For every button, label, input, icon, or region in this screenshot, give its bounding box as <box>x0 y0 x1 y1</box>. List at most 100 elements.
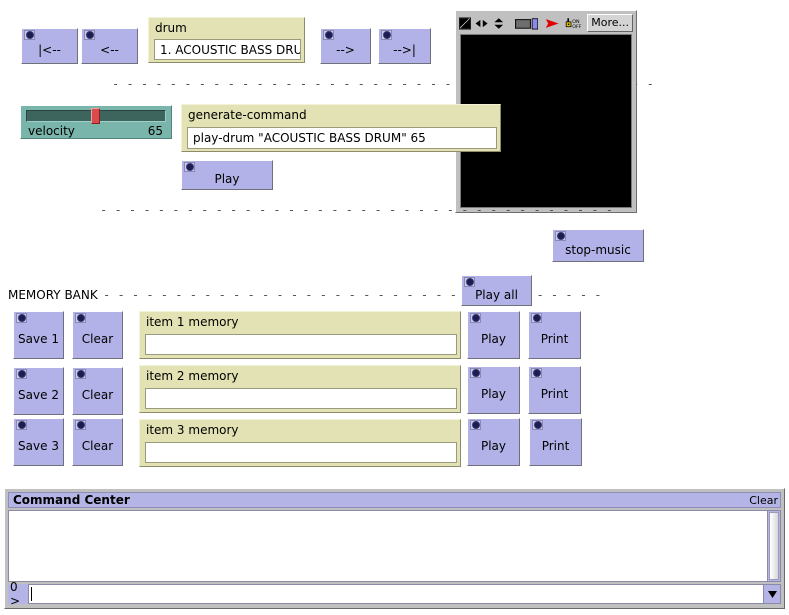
stop-music-button[interactable]: stop-music <box>552 229 644 262</box>
play-all-label: Play all <box>475 287 518 302</box>
clear-1-button[interactable]: Clear <box>72 311 123 359</box>
save-2-button[interactable]: Save 2 <box>13 367 64 415</box>
generate-command-field[interactable]: play-drum "ACOUSTIC BASS DRUM" 65 <box>187 127 497 149</box>
diagonal-split-square-icon[interactable] <box>459 16 471 31</box>
command-center-dropdown-button[interactable] <box>764 584 781 604</box>
halo-gear-icon[interactable] <box>16 369 27 379</box>
halo-gear-icon[interactable] <box>464 277 475 287</box>
drum-panel: drum 1. ACOUSTIC BASS DRUM <box>148 17 305 63</box>
up-down-arrows-icon[interactable] <box>492 16 506 31</box>
drum-value-field[interactable]: 1. ACOUSTIC BASS DRUM <box>154 39 301 60</box>
generate-command-panel: generate-command play-drum "ACOUSTIC BAS… <box>181 104 501 152</box>
generate-command-title: generate-command <box>188 108 307 122</box>
halo-gear-icon[interactable] <box>555 231 566 241</box>
halo-gear-icon[interactable] <box>532 420 543 430</box>
halo-gear-icon[interactable] <box>16 313 27 323</box>
memory-3-play-label: Play <box>480 439 507 453</box>
halo-gear-icon[interactable] <box>84 30 95 40</box>
memory-2-panel: item 2 memory <box>139 365 461 413</box>
clear-3-label: Clear <box>81 439 114 453</box>
memory-1-play-label: Play <box>480 332 507 346</box>
command-center-scrollbar[interactable] <box>767 511 780 581</box>
clear-1-label: Clear <box>81 332 114 346</box>
stop-music-label: stop-music <box>565 242 631 257</box>
halo-gear-icon[interactable] <box>184 162 195 172</box>
memory-2-print-label: Print <box>540 387 569 401</box>
save-3-label: Save 3 <box>18 439 59 453</box>
velocity-value: 65 <box>147 124 163 138</box>
halo-gear-icon[interactable] <box>531 368 542 378</box>
memory-2-field[interactable] <box>145 388 457 409</box>
halo-gear-icon[interactable] <box>24 30 35 40</box>
nav-prev-button[interactable]: <-- <box>81 28 138 64</box>
nav-last-label: -->| <box>393 43 416 57</box>
memory-3-play-button[interactable]: Play <box>467 418 520 466</box>
memory-2-title: item 2 memory <box>146 369 239 383</box>
nav-next-button[interactable]: --> <box>320 28 371 64</box>
halo-gear-icon[interactable] <box>75 313 86 323</box>
command-center-prompt-row: 0 > <box>8 580 781 608</box>
save-1-button[interactable]: Save 1 <box>13 311 64 359</box>
command-center-prompt: 0 > <box>8 580 28 608</box>
halo-gear-icon[interactable] <box>531 313 542 323</box>
chevron-down-icon <box>767 590 777 598</box>
nav-last-button[interactable]: -->| <box>378 28 431 64</box>
memory-1-print-button[interactable]: Print <box>528 311 581 359</box>
memory-3-print-label: Print <box>541 439 570 453</box>
memory-1-play-button[interactable]: Play <box>467 311 520 359</box>
play-button-label: Play <box>214 172 240 186</box>
memory-2-print-button[interactable]: Print <box>528 366 581 414</box>
halo-gear-icon[interactable] <box>470 420 481 430</box>
memory-1-field[interactable] <box>145 334 457 355</box>
command-center-window: Command Center Clear 0 > <box>4 488 785 609</box>
clear-2-label: Clear <box>81 388 114 402</box>
command-center-title: Command Center <box>13 493 130 507</box>
halo-gear-icon[interactable] <box>381 30 392 40</box>
clear-3-button[interactable]: Clear <box>72 418 123 466</box>
velocity-label: velocity <box>28 124 75 138</box>
nav-prev-label: <-- <box>100 43 119 57</box>
command-center-clear-button[interactable]: Clear <box>749 493 778 507</box>
play-all-button[interactable]: Play all <box>461 275 532 306</box>
text-caret <box>31 587 32 601</box>
save-2-label: Save 2 <box>18 388 59 402</box>
window-pane-icon[interactable] <box>514 16 538 31</box>
command-center-titlebar[interactable]: Command Center Clear <box>8 492 781 508</box>
separator-middle: - - - - - - - - - - - - - - - - - - - - … <box>100 203 613 217</box>
svg-text:ON: ON <box>572 19 580 25</box>
more-button[interactable]: More... <box>587 14 633 32</box>
nav-next-label: --> <box>336 43 355 57</box>
nav-first-label: |<-- <box>38 43 61 57</box>
velocity-slider[interactable]: velocity 65 <box>20 105 172 139</box>
command-center-output[interactable] <box>8 510 781 582</box>
memory-3-print-button[interactable]: Print <box>529 418 582 466</box>
memory-bank-label: MEMORY BANK <box>8 288 98 302</box>
left-right-arrows-icon[interactable] <box>474 16 489 31</box>
save-1-label: Save 1 <box>18 332 59 346</box>
save-3-button[interactable]: Save 3 <box>13 418 64 466</box>
halo-gear-icon[interactable] <box>75 369 86 379</box>
play-button[interactable]: Play <box>181 160 273 190</box>
drum-panel-title: drum <box>155 21 187 35</box>
halo-gear-icon[interactable] <box>75 420 86 430</box>
memory-3-title: item 3 memory <box>146 423 239 437</box>
memory-1-print-label: Print <box>540 332 569 346</box>
memory-1-title: item 1 memory <box>146 315 239 329</box>
memory-1-panel: item 1 memory <box>139 311 461 359</box>
memory-3-panel: item 3 memory <box>139 419 461 467</box>
velocity-slider-thumb[interactable] <box>90 108 100 124</box>
halo-gear-icon[interactable] <box>323 30 334 40</box>
clear-2-button[interactable]: Clear <box>72 367 123 415</box>
on-off-toggle-icon[interactable]: ON OFF <box>565 16 584 31</box>
command-center-scroll-thumb[interactable] <box>769 512 779 580</box>
halo-gear-icon[interactable] <box>16 420 27 430</box>
memory-2-play-button[interactable]: Play <box>467 366 520 414</box>
halo-gear-icon[interactable] <box>470 313 481 323</box>
command-center-input[interactable] <box>28 584 764 604</box>
red-play-triangle-icon[interactable] <box>545 16 560 31</box>
halo-gear-icon[interactable] <box>470 368 481 378</box>
music-view-toolbar: ON OFF More... <box>459 14 633 32</box>
nav-first-button[interactable]: |<-- <box>21 28 78 64</box>
memory-3-field[interactable] <box>145 442 457 463</box>
